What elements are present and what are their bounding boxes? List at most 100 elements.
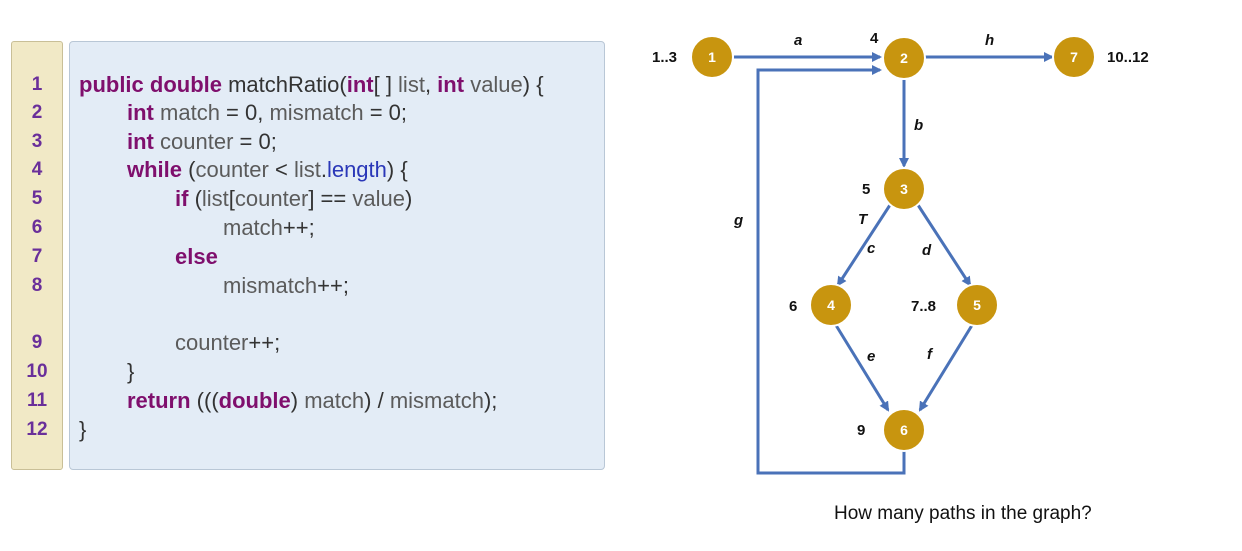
code-token: ++; — [282, 215, 315, 240]
code-token: return — [127, 388, 191, 413]
graph-node-6: 6 — [882, 408, 926, 452]
svg-text:3: 3 — [900, 181, 908, 197]
code-token: [ ] — [373, 72, 399, 97]
edge-label-f: f — [927, 346, 932, 363]
edge-d — [916, 204, 972, 287]
graph-node-2: 2 — [882, 36, 926, 80]
svg-text:1: 1 — [708, 49, 716, 65]
node-6-lines: 9 — [857, 422, 866, 439]
code-line: if (list[counter] == value) — [175, 186, 412, 212]
node-1-lines: 1..3 — [652, 49, 678, 66]
code-token: int — [127, 100, 154, 125]
code-token: length — [326, 157, 387, 182]
code-token: list — [398, 72, 425, 97]
code-token: ] == — [308, 186, 353, 211]
edge-g — [756, 65, 906, 475]
svg-text:7: 7 — [1070, 49, 1078, 65]
code-token: int — [127, 129, 154, 154]
edge-label-c: c — [867, 240, 876, 257]
code-token: mismatch — [269, 100, 364, 125]
code-token: list — [201, 186, 229, 211]
code-token: ) { — [386, 157, 408, 182]
question-text: How many paths in the graph? — [834, 503, 1092, 524]
code-token: = 0; — [233, 129, 277, 154]
code-line: public double matchRatio(int[ ] list, in… — [79, 72, 544, 98]
code-token: } — [79, 417, 87, 442]
code-token: mismatch — [389, 388, 484, 413]
code-line: } — [79, 417, 86, 443]
code-line: match++; — [223, 215, 315, 241]
line-number: 8 — [31, 275, 43, 296]
code-token: . — [320, 157, 327, 182]
code-token: } — [127, 359, 135, 384]
edge-label-e: e — [867, 348, 876, 365]
code-line: mismatch++; — [223, 273, 349, 299]
edge-label-d: d — [922, 242, 932, 259]
code-token: value — [470, 72, 523, 97]
edge-label-a: a — [794, 32, 803, 49]
code-line: int counter = 0; — [127, 129, 277, 155]
code-token: while — [127, 157, 183, 182]
code-token: counter — [195, 157, 269, 182]
svg-text:2: 2 — [900, 50, 908, 66]
code-token: int — [346, 72, 374, 97]
svg-text:5: 5 — [973, 297, 981, 313]
line-number: 3 — [31, 131, 43, 152]
code-line: else — [175, 244, 218, 270]
code-panel — [69, 41, 605, 470]
line-number: 1 — [31, 74, 43, 95]
edge-f — [918, 321, 976, 412]
code-token: counter — [160, 129, 234, 154]
graph-node-7: 7 — [1052, 35, 1096, 79]
code-token: counter — [175, 330, 249, 355]
code-token: matchRatio( — [228, 72, 347, 97]
code-token: ) — [404, 186, 413, 211]
code-token: = 0, — [219, 100, 270, 125]
node-4-lines: 6 — [789, 298, 798, 315]
code-token: double — [218, 388, 291, 413]
code-line: while (counter < list.length) { — [127, 157, 408, 183]
code-token: match — [304, 388, 365, 413]
graph-node-3: 3 — [882, 167, 926, 211]
edge-label-h: h — [985, 32, 995, 49]
code-token: ( — [188, 186, 202, 211]
code-token: else — [175, 244, 218, 269]
line-number: 5 — [31, 188, 43, 209]
code-token: ++; — [248, 330, 281, 355]
code-token: = 0; — [363, 100, 408, 125]
line-number: 9 — [31, 332, 43, 353]
node-3-lines: 5 — [862, 181, 871, 198]
line-number: 11 — [26, 390, 48, 411]
code-token: mismatch — [223, 273, 318, 298]
code-line: counter++; — [175, 330, 280, 356]
graph-node-4: 4 — [809, 283, 853, 327]
edge-label-b: b — [914, 117, 924, 134]
line-number: 10 — [26, 361, 48, 382]
code-token: counter — [234, 186, 309, 211]
line-number: 2 — [31, 102, 43, 123]
line-number: 6 — [31, 217, 43, 238]
branch-true-label: T — [858, 211, 868, 228]
svg-text:4: 4 — [827, 297, 835, 313]
graph-node-1: 1 — [690, 35, 734, 79]
code-line: return (((double) match) / mismatch); — [127, 388, 497, 414]
code-line: int match = 0, mismatch = 0; — [127, 100, 407, 126]
code-token: public double — [79, 72, 229, 97]
node-2-lines: 4 — [870, 30, 879, 47]
code-token: , — [424, 72, 438, 97]
svg-text:6: 6 — [900, 422, 908, 438]
line-number: 7 — [31, 246, 43, 267]
code-line: } — [127, 359, 134, 385]
graph-node-5: 5 — [955, 283, 999, 327]
edge-c — [836, 204, 892, 287]
code-token: < — [268, 157, 294, 182]
node-5-lines: 7..8 — [911, 298, 937, 315]
line-number: 4 — [31, 159, 43, 180]
code-token: if — [175, 186, 189, 211]
code-token: ) { — [522, 72, 544, 97]
edge-e — [832, 321, 890, 412]
code-token: ); — [483, 388, 498, 413]
code-token: value — [352, 186, 405, 211]
code-token: ) — [290, 388, 305, 413]
